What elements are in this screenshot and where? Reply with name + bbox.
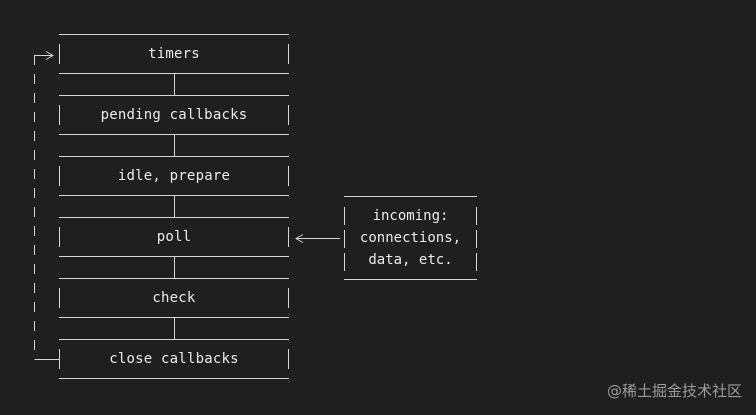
phase-box-pending-callbacks: pending callbacks xyxy=(59,95,289,135)
phase-box-idle-prepare: idle, prepare xyxy=(59,156,289,196)
box-side xyxy=(344,253,345,271)
incoming-line: connections, xyxy=(359,230,462,246)
box-side xyxy=(344,230,345,248)
phase-label: check xyxy=(152,290,196,306)
connector-line xyxy=(174,196,175,217)
box-side xyxy=(476,253,477,271)
phase-label: close callbacks xyxy=(109,351,239,367)
incoming-box: incoming: connections, data, etc. xyxy=(344,196,477,280)
phase-box-check: check xyxy=(59,278,289,318)
phase-label: poll xyxy=(156,229,192,245)
phase-box-close-callbacks: close callbacks xyxy=(59,339,289,379)
connector-line xyxy=(174,257,175,278)
incoming-line: incoming: xyxy=(372,208,449,224)
connector-line xyxy=(174,318,175,339)
connector-line xyxy=(174,135,175,156)
connector-line xyxy=(174,74,175,95)
phase-box-timers: timers xyxy=(59,34,289,74)
box-side xyxy=(476,230,477,248)
phase-label: idle, prepare xyxy=(117,168,231,184)
watermark: @稀土掘金技术社区 xyxy=(606,382,742,400)
box-side xyxy=(476,207,477,225)
phase-label: timers xyxy=(148,46,200,62)
phase-box-poll: poll xyxy=(59,217,289,257)
phase-label: pending callbacks xyxy=(100,107,248,123)
incoming-line: data, etc. xyxy=(368,252,453,268)
box-side xyxy=(344,207,345,225)
